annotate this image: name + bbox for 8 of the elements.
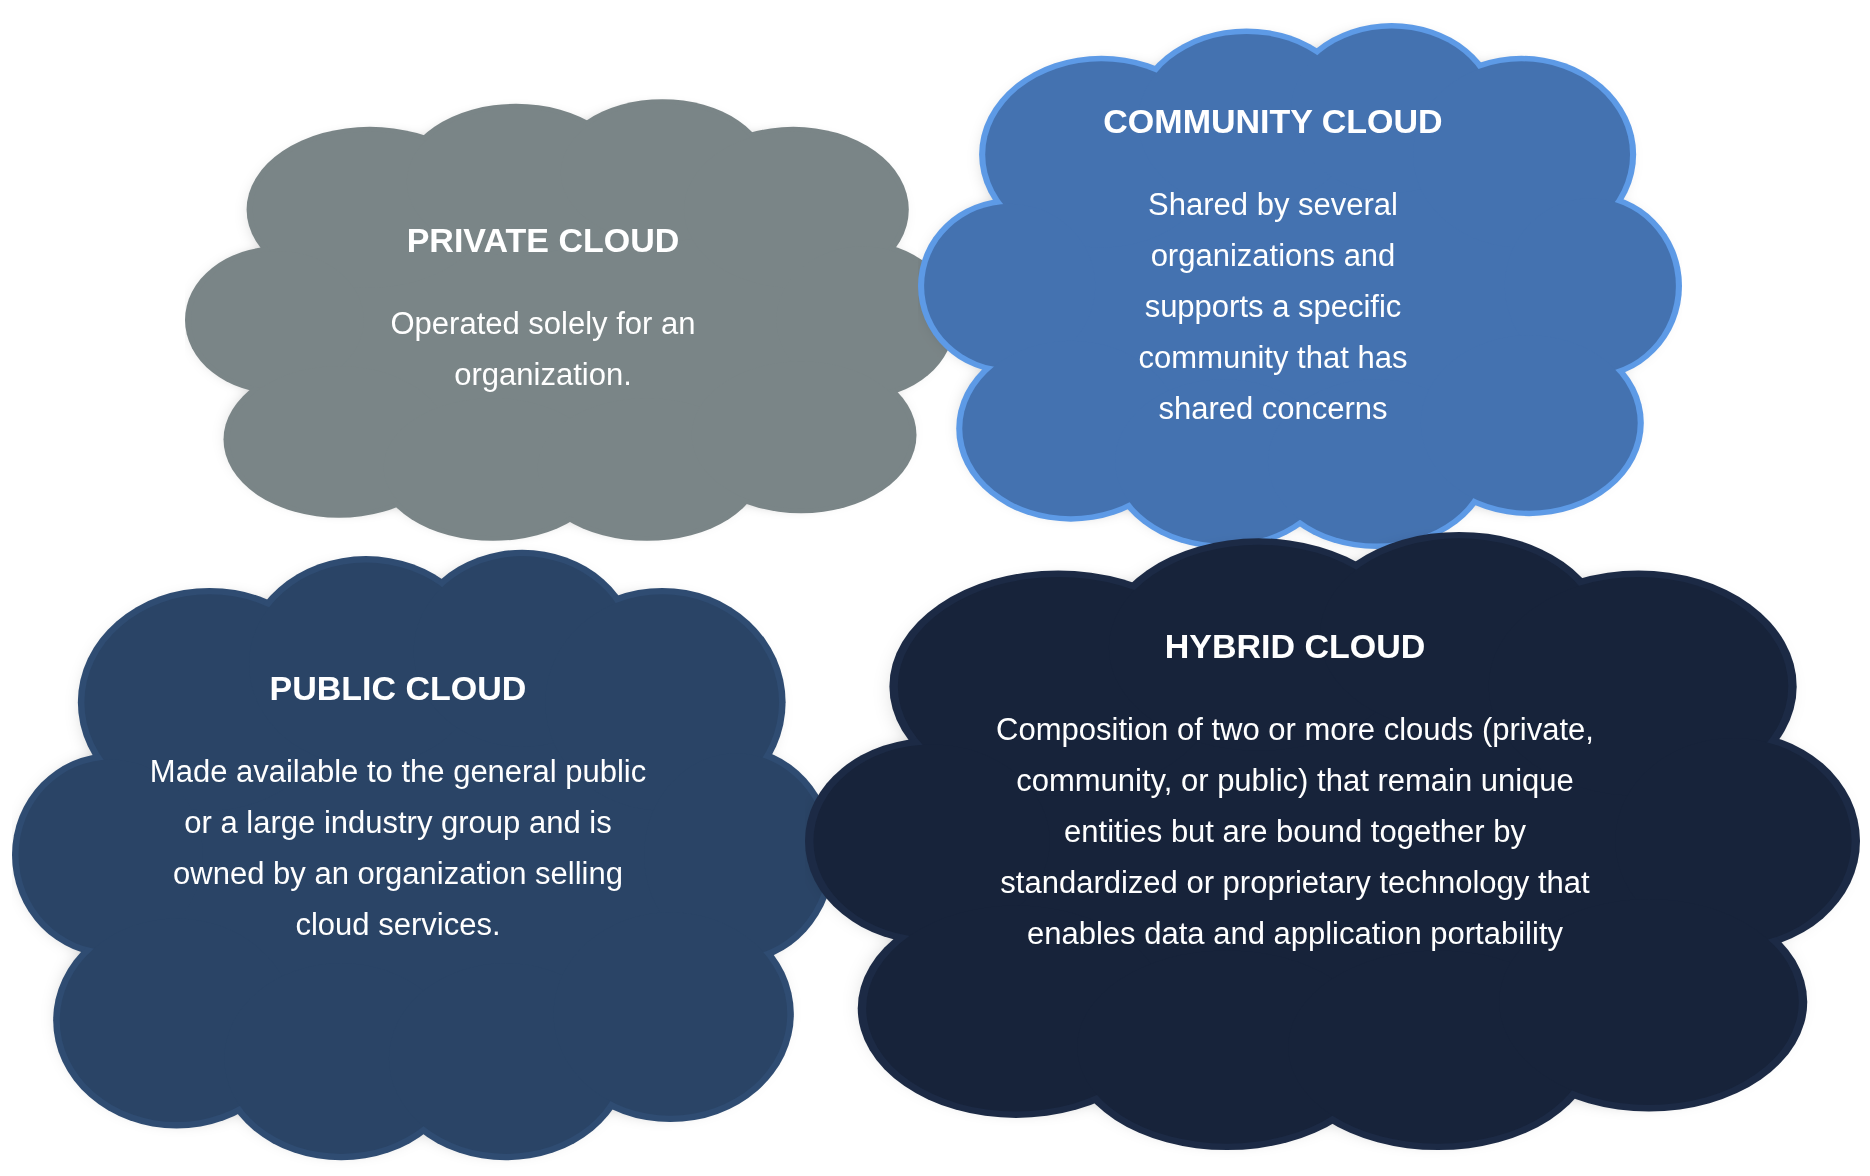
- cloud-description: Made available to the general public or a large industry group and is owned by an organization selling cloud services.: [148, 753, 648, 944]
- cloud-title: PUBLIC CLOUD: [269, 668, 527, 709]
- cloud-title: COMMUNITY CLOUD: [1103, 101, 1443, 142]
- cloud-title: HYBRID CLOUD: [1164, 626, 1426, 667]
- cloud-description: Composition of two or more clouds (private, community, or public) that remain unique entities but are bound together by standardized or proprietary technology that enables data and application portability: [995, 711, 1595, 953]
- cloud-description: Shared by several organizations and supports a specific community that has shared concerns: [1137, 186, 1409, 428]
- cloud-description: Operated solely for an organization.: [389, 305, 697, 394]
- cloud-title: PRIVATE CLOUD: [406, 220, 680, 261]
